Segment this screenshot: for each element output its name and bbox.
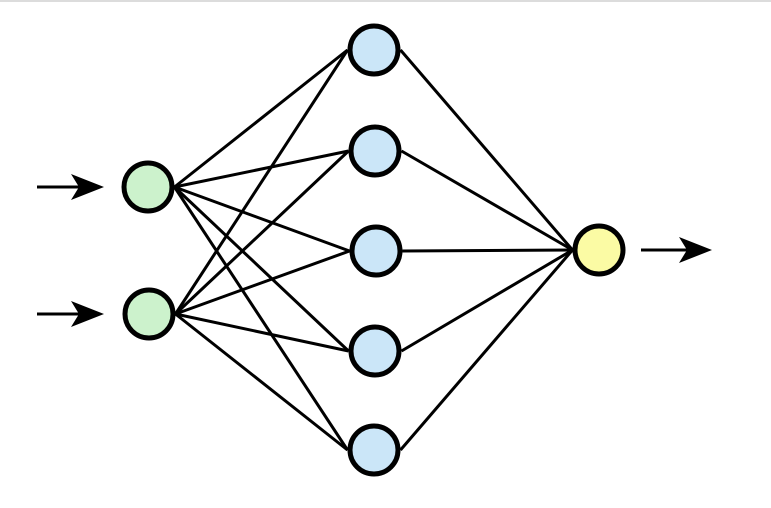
node-input-2 (122, 287, 176, 341)
output-arrow (641, 237, 712, 263)
edge-input-1-hidden-1 (173, 48, 349, 189)
output-arrow-head (679, 237, 712, 263)
edge-input-1-hidden-5 (173, 186, 349, 451)
node-input-1 (121, 160, 175, 214)
edge-hidden-5-output-1 (399, 249, 574, 451)
edge-hidden-2-output-1 (400, 149, 574, 252)
edge-input-2-hidden-5 (174, 312, 349, 452)
node-hidden-2 (348, 124, 402, 178)
edge-input-1-hidden-3 (173, 185, 351, 253)
edge-hidden-1-output-1 (399, 49, 574, 251)
node-hidden-3 (349, 224, 403, 278)
node-hidden-4 (348, 324, 402, 378)
edge-input-1-hidden-2 (174, 149, 349, 189)
edge-input-2-hidden-3 (174, 249, 351, 316)
edge-hidden-3-output-1 (402, 248, 573, 253)
edge-input-2-hidden-2 (174, 149, 350, 316)
node-hidden-5 (347, 423, 401, 477)
top-border-line (0, 0, 771, 2)
input-arrow-2-head (71, 301, 104, 327)
edge-hidden-4-output-1 (400, 248, 574, 353)
edge-input-2-hidden-1 (174, 49, 349, 315)
edge-input-2-hidden-4 (175, 312, 349, 353)
input-arrow-1 (37, 174, 104, 200)
input-arrow-2 (37, 301, 104, 327)
node-hidden-1 (347, 23, 401, 77)
edge-input-1-hidden-4 (173, 185, 350, 353)
node-output-1 (572, 223, 626, 277)
input-arrow-1-head (71, 174, 104, 200)
